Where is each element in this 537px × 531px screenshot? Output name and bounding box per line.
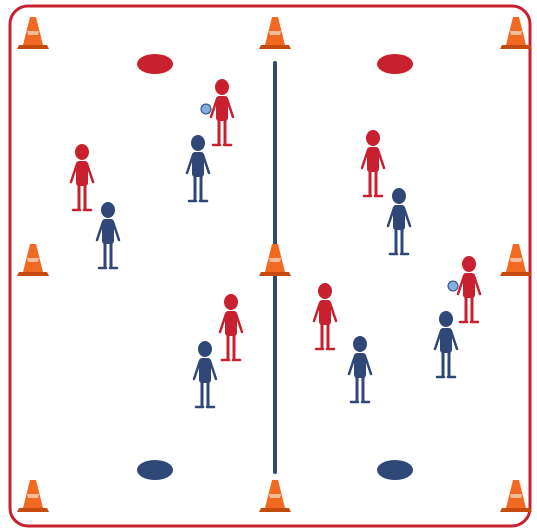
red-player-1-ball: [201, 104, 211, 114]
blue-zone-left: [137, 460, 173, 480]
red-player-5-ball: [448, 281, 458, 291]
red-zone-left: [137, 54, 173, 74]
blue-zone-right: [377, 460, 413, 480]
red-zone-right: [377, 54, 413, 74]
